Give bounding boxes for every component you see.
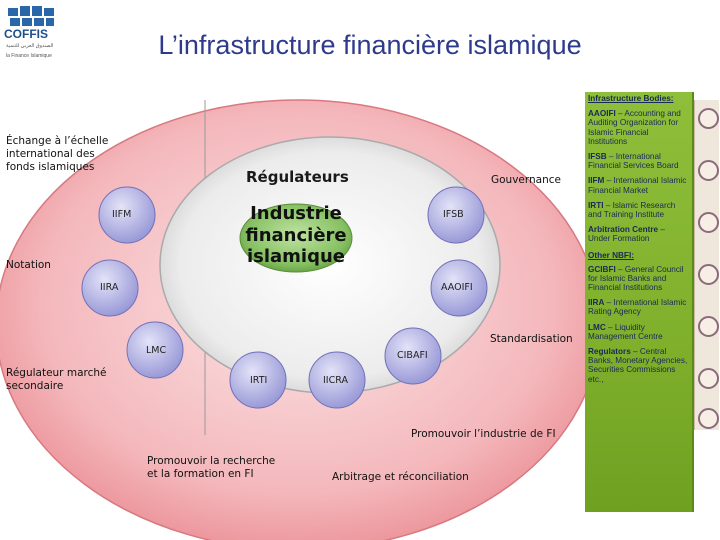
page-title: L’infrastructure financière islamique: [158, 30, 582, 60]
sidebar-heading-2: Other NBFI:: [588, 251, 634, 261]
sidebar-entry: IIRA – International Islamic Rating Agen…: [588, 298, 687, 317]
sidebar-heading: Infrastructure Bodies:: [588, 94, 674, 103]
logo-name: COFFIS: [4, 27, 48, 41]
ornament-icon: [698, 160, 719, 181]
node-cibafi: [384, 327, 442, 385]
logo-arabic: الصندوق العربي للتنمية: [6, 43, 53, 49]
sidebar-entry: IIFM – International Islamic Financial M…: [588, 176, 687, 195]
ornament-icon: [698, 212, 719, 233]
label-standardisation: Standardisation: [490, 333, 573, 345]
ornament-icon: [698, 408, 719, 429]
label-gouvernance: Gouvernance: [491, 174, 561, 186]
ornament-icon: [698, 368, 719, 389]
decorative-strip: [694, 100, 719, 430]
sidebar-entry: AAOIFI – Accounting and Auditing Organiz…: [588, 109, 681, 146]
node-iicra-label: IICRA: [323, 375, 348, 386]
label-notation: Notation: [6, 259, 51, 271]
node-iifm-label: IIFM: [112, 209, 132, 220]
infrastructure-sidebar: Infrastructure Bodies: AAOIFI – Accounti…: [585, 92, 694, 512]
node-cibafi-label: CIBAFI: [397, 350, 428, 361]
node-iira-label: IIRA: [100, 282, 119, 293]
center-label: Industrie financière islamique: [245, 203, 347, 268]
node-irti: [229, 351, 287, 409]
sidebar-entry: Arbitration Centre – Under Formation: [588, 225, 665, 244]
logo-tagline: la Finance Islamique: [6, 53, 52, 59]
node-aaoifi: [430, 259, 488, 317]
node-lmc-label: LMC: [146, 345, 167, 356]
node-irti-label: IRTI: [250, 375, 268, 386]
label-arbitrage: Arbitrage et réconciliation: [332, 471, 469, 483]
center-core: [239, 203, 353, 273]
label-echange: Échange à l’échelle international des fo…: [6, 135, 109, 174]
sidebar-entry: IFSB – International Financial Services …: [588, 151, 679, 171]
node-iira: [81, 259, 139, 317]
node-ifsb-label: IFSB: [443, 209, 464, 220]
sidebar-entry: IRTI – Islamic Research and Training Ins…: [588, 200, 676, 219]
node-ifsb: [427, 186, 485, 244]
label-promouvoir-industrie: Promouvoir l’industrie de FI: [411, 428, 556, 440]
ornament-icon: [698, 316, 719, 337]
node-iicra: [308, 351, 366, 409]
sidebar-entry: LMC – Liquidity Management Centre: [588, 322, 663, 341]
label-promouvoir-recherche: Promouvoir la recherche et la formation …: [147, 455, 276, 481]
node-aaoifi-label: AAOIFI: [441, 282, 473, 293]
sidebar-entry: Regulators – Central Banks, Monetary Age…: [588, 346, 688, 384]
node-iifm: [98, 186, 156, 244]
node-lmc: [126, 321, 184, 379]
sidebar-entry: GCIBFI – General Council for Islamic Ban…: [588, 264, 684, 292]
ornament-icon: [698, 108, 719, 129]
middle-ring-label: Régulateurs: [246, 168, 349, 186]
coffis-logo: COFFIS الصندوق العربي للتنمية la Finance…: [2, 2, 62, 62]
ornament-icon: [698, 264, 719, 285]
label-regulateur-secondaire: Régulateur marché secondaire: [6, 367, 107, 393]
